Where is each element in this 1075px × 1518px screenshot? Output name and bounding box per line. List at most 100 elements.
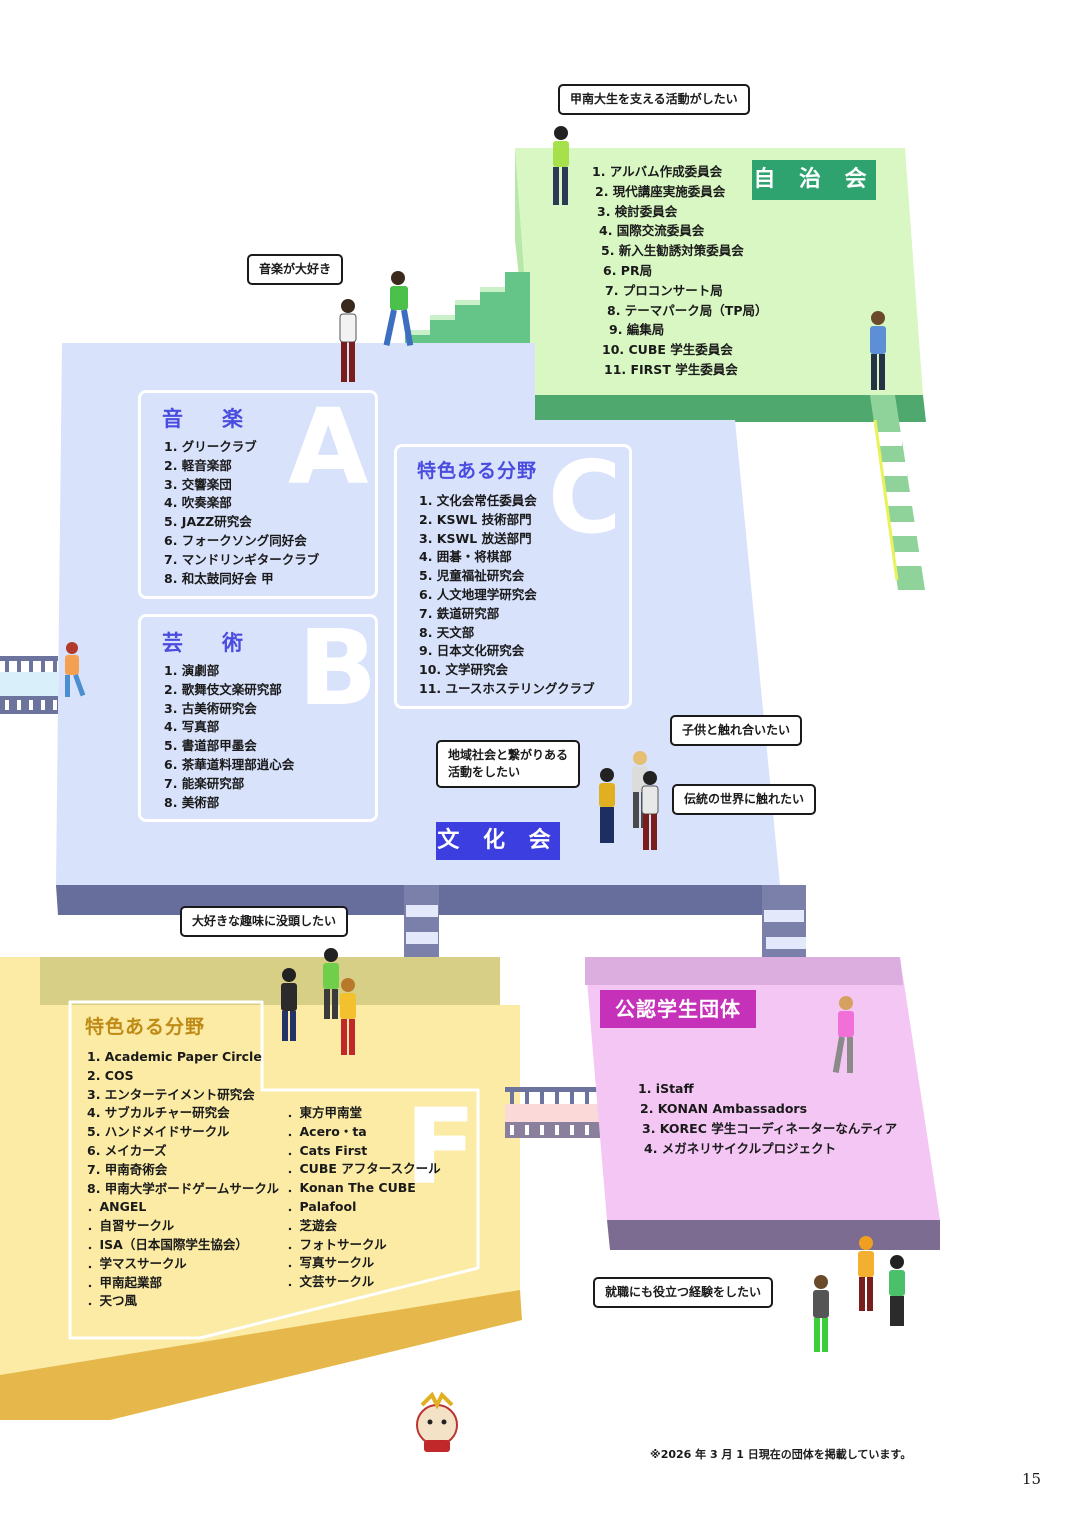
speech-bubble-jichikai: 甲南大生を支える活動がしたい — [558, 84, 750, 115]
right-stairs — [870, 395, 925, 590]
list-item: 10. CUBE 学生委員会 — [602, 342, 733, 358]
list-item: 7. 甲南奇術会 — [87, 1161, 168, 1177]
yellow-floor-back — [40, 957, 500, 1005]
list-item: 8. 天文部 — [419, 624, 475, 640]
list-item: ．文芸サークル — [287, 1274, 375, 1290]
f-area-left-list: 1. Academic Paper Circle 2. COS 3. エンターテ… — [87, 1048, 279, 1311]
list-item: ．東方甲南堂 — [287, 1105, 363, 1120]
jichikai-tag: 自 治 会 — [752, 160, 876, 200]
list-item: 8. 和太鼓同好会 甲 — [164, 570, 274, 586]
list-item: 8. 美術部 — [164, 794, 220, 810]
speech-bubble-children: 子供と触れ合いたい — [670, 715, 803, 746]
left-bridge — [0, 656, 58, 714]
list-item: ．ISA（日本国際学生協会） — [87, 1236, 248, 1252]
person-figure — [65, 642, 86, 697]
person-figure — [889, 1255, 905, 1326]
list-item: 1. Academic Paper Circle — [87, 1049, 262, 1064]
list-item: ．Palafool — [287, 1198, 357, 1214]
person-figure — [281, 968, 297, 1041]
list-item: 2. 軽音楽部 — [164, 457, 232, 473]
list-item: 8. 甲南大学ボードゲームサークル — [87, 1180, 280, 1196]
speech-bubble-music: 音楽が大好き — [247, 254, 344, 285]
person-figure — [339, 299, 357, 382]
list-item: 6. メイカーズ — [87, 1142, 167, 1158]
person-figure — [858, 1236, 874, 1311]
jichikai-list: 1. アルバム作成委員会 2. 現代講座実施委員会 3. 検討委員会 4. 国際… — [592, 162, 768, 380]
list-item: 2. 現代講座実施委員会 — [595, 183, 726, 199]
person-figure — [340, 978, 356, 1055]
list-item: 7. プロコンサート局 — [605, 282, 723, 298]
list-item: 6. 茶華道料理部逍心会 — [164, 756, 295, 772]
f-area-title: 特色ある分野 — [85, 1016, 206, 1038]
list-item: ．天つ風 — [87, 1293, 138, 1309]
list-item: 3. 検討委員会 — [597, 203, 678, 219]
list-item: 1. iStaff — [638, 1081, 694, 1096]
list-item: 3. KSWL 放送部門 — [419, 530, 532, 546]
art-panel — [138, 614, 378, 822]
list-item: 5. 書道部甲墨会 — [164, 738, 257, 754]
art-title: 芸 術 — [162, 631, 252, 655]
green-stairs — [405, 272, 530, 355]
list-item: 3. 古美術研究会 — [164, 700, 257, 716]
list-item: 5. ハンドメイドサークル — [87, 1124, 230, 1140]
center-bridge — [505, 1087, 600, 1138]
list-item: 1. 文化会常任委員会 — [419, 493, 537, 508]
list-item: 10. 文学研究会 — [419, 662, 508, 678]
person-figure — [323, 948, 339, 1019]
footer-note: ※2026 年 3 月 1 日現在の団体を掲載しています。 — [650, 1448, 912, 1461]
list-item: ．芝遊会 — [287, 1217, 338, 1233]
list-item: ．学マスサークル — [87, 1255, 187, 1271]
yellow-floor — [0, 957, 520, 1420]
list-item: 1. 演劇部 — [164, 663, 220, 678]
person-figure — [870, 311, 886, 390]
special-title: 特色ある分野 — [417, 460, 538, 482]
f-area-right-list: ．東方甲南堂 ．Acero・ta ．Cats First ．CUBE アフタース… — [287, 1104, 441, 1292]
music-panel — [138, 390, 378, 599]
list-item: ．甲南起業部 — [87, 1274, 163, 1290]
list-item: ．ANGEL — [87, 1199, 147, 1215]
list-item: 7. 鉄道研究部 — [419, 605, 500, 621]
green-floor-edge — [533, 395, 926, 422]
list-item: 3. KOREC 学生コーディネーターなんティア — [642, 1121, 898, 1136]
speech-bubble-community: 地域社会と繋がりある 活動をしたい — [436, 740, 581, 788]
person-figure — [383, 271, 414, 346]
list-item: 3. 交響楽団 — [164, 476, 232, 492]
list-item: 1. アルバム作成委員会 — [592, 164, 723, 179]
list-item: ．CUBE アフタースクール — [287, 1161, 441, 1177]
list-item: 5. JAZZ研究会 — [164, 514, 252, 530]
person-figure — [641, 771, 659, 850]
list-item: 9. 編集局 — [609, 322, 665, 338]
list-item: 7. 能楽研究部 — [164, 775, 245, 791]
bunkakai-tag: 文 化 会 — [436, 822, 560, 860]
green-floor — [515, 148, 923, 395]
list-item: 4. 国際交流委員会 — [599, 223, 705, 239]
list-item: ．フォトサークル — [287, 1236, 387, 1252]
list-item: 4. 囲碁・将棋部 — [419, 549, 512, 565]
list-item: 11. FIRST 学生委員会 — [604, 361, 738, 377]
speech-bubble-career: 就職にも役立つ経験をしたい — [593, 1277, 774, 1308]
special-panel — [394, 444, 632, 709]
list-item: ．自習サークル — [87, 1218, 175, 1234]
music-title: 音 楽 — [162, 407, 252, 431]
blue-floor — [56, 343, 780, 885]
list-item: 4. メガネリサイクルプロジェクト — [644, 1141, 837, 1156]
person-figure — [813, 1275, 829, 1352]
list-item: 2. KONAN Ambassadors — [640, 1101, 808, 1116]
person-figure — [832, 996, 854, 1073]
f-panel-outline — [68, 1000, 480, 1340]
list-item: 6. 人文地理学研究会 — [419, 586, 537, 602]
koninn-list: 1. iStaff 2. KONAN Ambassadors 3. KOREC … — [638, 1079, 897, 1159]
letter-b: B — [298, 607, 378, 729]
list-item: ．Acero・ta — [287, 1123, 367, 1139]
mascot-illustration — [416, 1391, 458, 1452]
speech-bubble-hobby: 大好きな趣味に没頭したい — [180, 906, 349, 937]
list-item: 3. エンターテイメント研究会 — [87, 1086, 255, 1102]
list-item: ．写真サークル — [287, 1255, 375, 1271]
list-item: 11. ユースホステリングクラブ — [419, 680, 595, 696]
list-item: 2. 歌舞伎文楽研究部 — [164, 681, 282, 697]
speech-bubble-tradition: 伝統の世界に触れたい — [672, 784, 817, 815]
pink-floor-back — [585, 957, 903, 985]
list-item: ．Konan The CUBE — [287, 1180, 416, 1196]
pink-floor-edge — [607, 1220, 940, 1250]
